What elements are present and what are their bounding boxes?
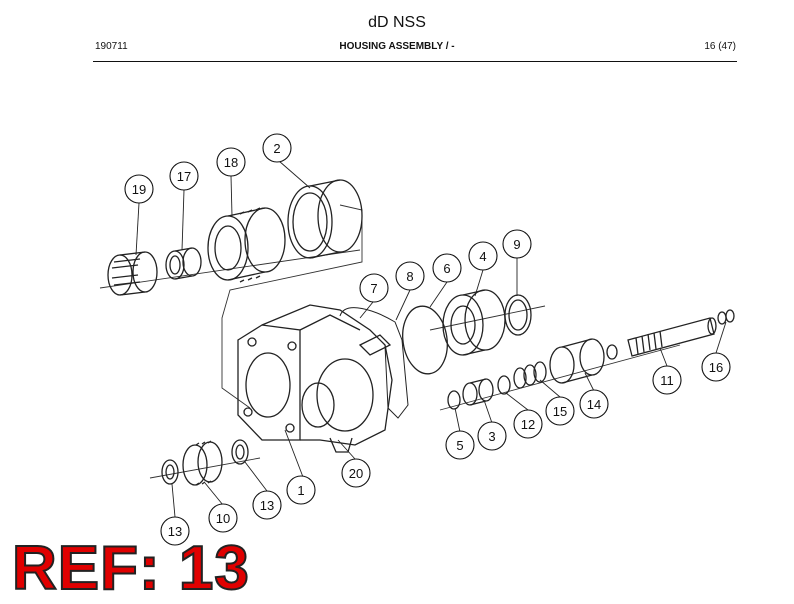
callout-label-6: 6 [443, 261, 450, 276]
splined-gear-part [207, 207, 286, 283]
section-title: HOUSING ASSEMBLY / - [339, 41, 455, 52]
o-ring-part [402, 305, 448, 375]
callout-18 [216, 147, 246, 177]
callout-20 [341, 458, 371, 488]
callout-6 [432, 253, 462, 283]
callout-label-11: 11 [660, 373, 674, 388]
callout-label-13-left: 13 [168, 524, 182, 539]
washer-part-13-right [231, 439, 249, 465]
page-number: 16 (47) [704, 41, 736, 52]
document-title: dD NSS [368, 14, 426, 31]
callout-label-20: 20 [349, 466, 363, 481]
callout-4 [468, 241, 498, 271]
callout-label-16: 16 [709, 360, 723, 375]
callout-label-10: 10 [216, 511, 230, 526]
callout-2 [262, 133, 292, 163]
ring-part-12 [497, 375, 511, 395]
header-divider [93, 61, 737, 62]
callout-label-2: 2 [273, 141, 280, 156]
housing-part [237, 304, 393, 453]
bearing-ring-part [287, 179, 363, 259]
callout-13-right [252, 490, 282, 520]
callout-14 [579, 389, 609, 419]
shaft-part [627, 317, 717, 357]
callout-9 [502, 229, 532, 259]
needle-bearing-part [107, 251, 158, 296]
callout-label-9: 9 [513, 237, 520, 252]
callout-label-17: 17 [177, 169, 191, 184]
sleeve-part [165, 247, 202, 280]
gear-part-10 [182, 440, 223, 486]
callout-17 [169, 161, 199, 191]
callout-label-3: 3 [488, 429, 495, 444]
callout-3 [477, 421, 507, 451]
piston-part-14 [549, 338, 618, 384]
callout-1 [286, 475, 316, 505]
callout-13-left [160, 516, 190, 546]
callout-label-13-right: 13 [260, 498, 274, 513]
bearing-part [442, 289, 506, 356]
center-lines [99, 204, 681, 479]
document-code: 190711 [95, 41, 128, 52]
callout-label-4: 4 [479, 249, 486, 264]
callout-label-14: 14 [587, 397, 601, 412]
callout-label-7: 7 [370, 281, 377, 296]
spring-part-15 [513, 361, 547, 389]
callout-label-8: 8 [406, 269, 413, 284]
plug-part [717, 309, 735, 325]
callout-label-12: 12 [521, 417, 535, 432]
callout-label-19: 19 [132, 182, 146, 197]
pin-part-3 [462, 378, 494, 406]
callout-12 [513, 409, 543, 439]
callout-label-15: 15 [553, 404, 567, 419]
callout-label-18: 18 [224, 155, 238, 170]
callout-label-5: 5 [456, 438, 463, 453]
leader-lines [135, 160, 727, 518]
washer-part-13-left [161, 459, 179, 485]
callout-10 [208, 503, 238, 533]
callout-16 [701, 352, 731, 382]
gasket-part [339, 307, 409, 419]
reference-label: REF: 13 [11, 533, 250, 604]
callout-5 [445, 430, 475, 460]
callout-19 [124, 174, 154, 204]
callout-11 [652, 365, 682, 395]
callout-8 [395, 261, 425, 291]
callout-7 [359, 273, 389, 303]
washer-part-5 [447, 390, 461, 410]
callout-15 [545, 396, 575, 426]
snap-ring-part [504, 294, 532, 336]
callout-label-1: 1 [297, 483, 304, 498]
